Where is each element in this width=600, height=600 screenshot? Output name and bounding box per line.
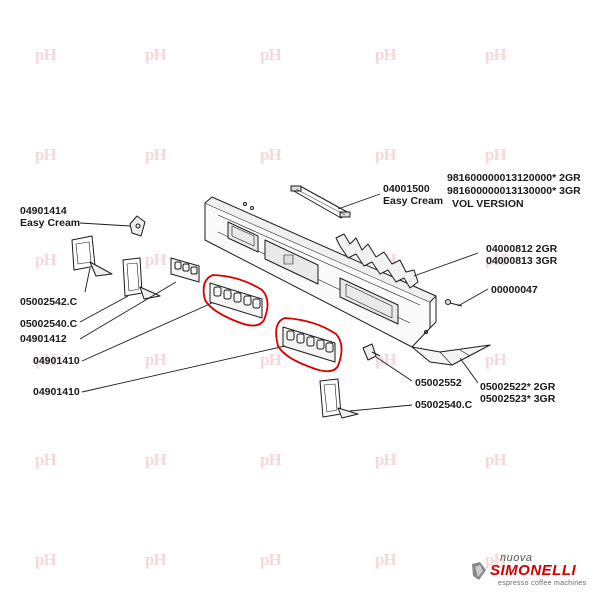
leader-lines: [79, 193, 489, 412]
label-04901412: 04901412: [20, 333, 67, 345]
label-vol-code-3gr: 981600000013130000* 3GR: [447, 185, 581, 197]
watermark-mark: pH: [485, 550, 507, 569]
label-00000047: 00000047: [491, 284, 538, 296]
label-05002552: 05002552: [415, 377, 462, 389]
watermark-mark: pH: [375, 450, 397, 469]
label-05002542c: 05002542.C: [20, 296, 78, 308]
easy-cream-part: [129, 215, 146, 237]
watermark-mark: pH: [375, 550, 397, 569]
watermark-mark: pH: [35, 450, 57, 469]
brand-mark-icon: [472, 562, 486, 580]
label-04001500-name: Easy Cream: [383, 195, 444, 207]
watermark-mark: pH: [485, 145, 507, 164]
watermark-mark: pH: [35, 250, 57, 269]
label-04901410-a: 04901410: [33, 355, 80, 367]
keypad-04901410-b: [282, 326, 336, 363]
watermark-mark: pH: [485, 45, 507, 64]
watermark-mark: pH: [260, 550, 282, 569]
watermark-mark: pH: [145, 450, 167, 469]
watermark-mark: pH: [145, 550, 167, 569]
watermark-mark: pH: [35, 350, 57, 369]
watermark-mark: pH: [485, 450, 507, 469]
label-05002522: 05002522* 2GR: [480, 381, 556, 393]
watermark-mark: pH: [260, 145, 282, 164]
watermark-mark: pH: [485, 350, 507, 369]
label-04000812: 04000812 2GR: [486, 243, 558, 255]
highlight-ring-b: [275, 317, 343, 373]
brand-tagline: espresso coffee machines: [498, 580, 587, 587]
watermark-mark: pH: [260, 450, 282, 469]
watermark-mark: pH: [145, 250, 167, 269]
card-05002542c: [71, 235, 113, 277]
watermark-mark: pH: [145, 145, 167, 164]
watermark-mark: pH: [145, 45, 167, 64]
angled-tray: [411, 344, 491, 366]
watermark-mark: pH: [260, 350, 282, 369]
clip-05002552: [362, 343, 381, 361]
label-04901410-b: 04901410: [33, 386, 80, 398]
label-04901414-name: Easy Cream: [20, 217, 81, 229]
label-04901414-code: 04901414: [20, 205, 67, 217]
label-04000813: 04000813 3GR: [486, 255, 558, 267]
ribbon-cable: [290, 185, 351, 219]
screw: [445, 299, 463, 307]
watermark-mark: pH: [375, 350, 397, 369]
watermark-mark: pH: [375, 145, 397, 164]
label-vol-version: VOL VERSION: [452, 198, 524, 210]
watermark-mark: pH: [375, 45, 397, 64]
card-05002540c-left: [122, 257, 161, 300]
highlight-ring-a: [202, 274, 269, 327]
brand-logo: nuova SIMONELLI espresso coffee machines: [470, 552, 595, 592]
label-vol-code-2gr: 981600000013120000* 2GR: [447, 172, 581, 184]
label-05002540c-right: 05002540.C: [415, 399, 473, 411]
label-04001500-code: 04001500: [383, 183, 430, 195]
highlight-rings: [202, 274, 343, 373]
keypad-04901410-a: [209, 282, 263, 319]
watermark-mark: pH: [35, 550, 57, 569]
keypad-04901412: [170, 257, 200, 283]
watermark-mark: pH: [35, 145, 57, 164]
card-05002540c-right: [319, 378, 359, 419]
watermark-mark: pH: [145, 350, 167, 369]
watermark-mark: pH: [35, 45, 57, 64]
watermark-mark: pH: [485, 250, 507, 269]
label-05002540c-left: 05002540.C: [20, 318, 78, 330]
label-05002523: 05002523* 3GR: [480, 393, 556, 405]
front-panel-frame: [204, 196, 437, 348]
watermark-mark: pH: [260, 45, 282, 64]
zigzag-cable: [335, 233, 419, 289]
brand-prefix: nuova: [500, 552, 533, 564]
brand-name: SIMONELLI: [490, 562, 577, 579]
